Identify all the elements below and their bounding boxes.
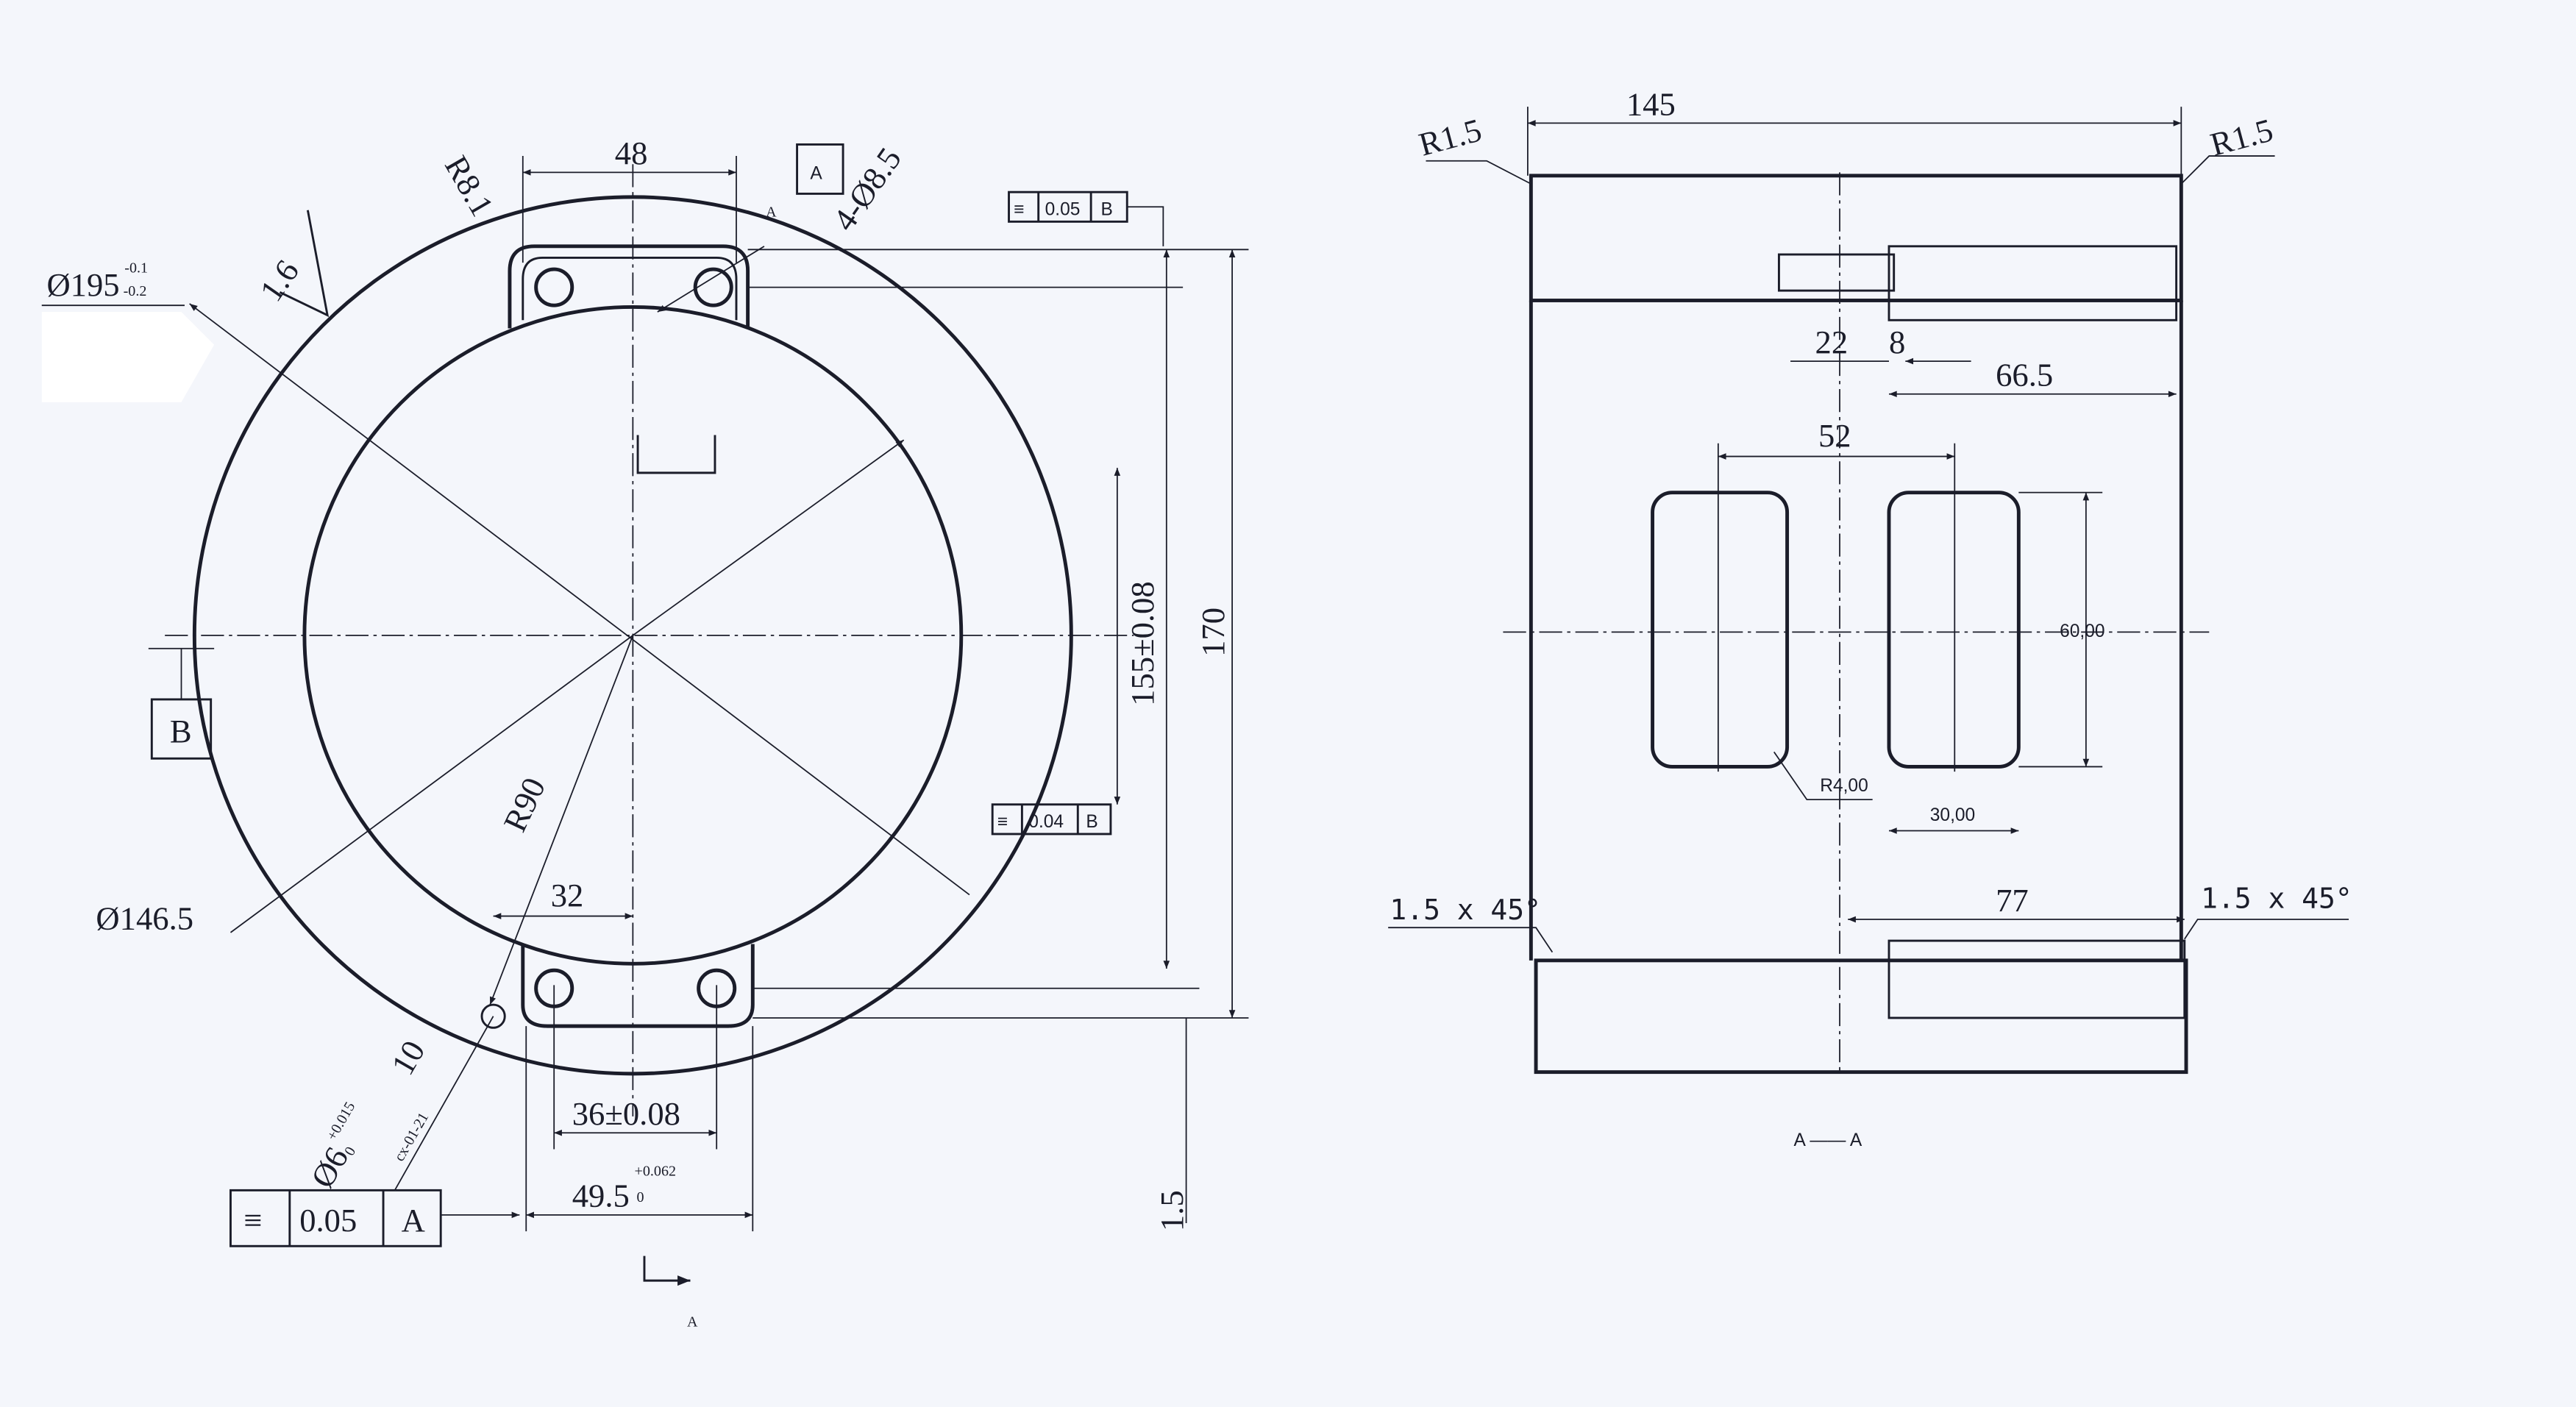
dimension-label: 1.5 [1153,1190,1190,1231]
dimension-label: 0.04 [1028,812,1064,832]
dimension-label: +0.062 [635,1163,676,1179]
section-arrow-bottom [643,1255,691,1286]
dimension-label: R1.5 [2207,111,2277,163]
tolerance-frame-bottom: ≡ 0.05 A [230,1189,442,1247]
dimension-lines [394,156,1249,1232]
dimension-label: Ø195 [46,266,119,303]
dimension-label: 66.5 [1996,357,2053,393]
pin-bore-top-large [1887,245,2178,321]
pin-callout: Ø6+0.0150 10 cx-01-21 [301,1034,433,1194]
dimension-label: 32 [551,877,584,913]
hatched-wall-bottom [1534,958,2188,1075]
dimension-label: 30,00 [1930,805,1975,825]
dimension-label: 36±0.08 [572,1095,680,1132]
dimension-label: A [810,163,822,183]
section-arrow-top [636,435,716,474]
dimension-label: 10 [384,1034,433,1081]
dimension-label: 155±0.08 [1124,581,1161,706]
dimension-label: 60,00 [2060,621,2104,641]
top-mounting-tab [508,244,750,329]
tolerance-frame-top: ≡ 0.05 B [1008,190,1164,246]
dimension-label: 22 [1815,324,1849,360]
scan-blank-patch [41,312,215,402]
pin-bore-bottom [1887,939,2186,1019]
slot-left [1651,491,1790,769]
dimension-label: A [766,204,777,221]
dimension-label: 1.5 x 45° [2201,882,2352,914]
slot-right [1887,491,2021,769]
dimension-label: Ø146.5 [96,900,193,936]
dimension-label: cx-01-21 [391,1110,432,1164]
dimension-label: 1.6 [252,253,306,307]
dimension-label: 170 [1195,608,1231,657]
mounting-hole [534,267,574,307]
body-side-walls [1529,300,2183,961]
dimension-label: -0.1 [124,260,148,277]
datum-a-box [796,143,844,195]
roughness-symbol [279,210,330,318]
dimension-label: 0 [636,1189,644,1205]
pin-bore-top [1777,253,1896,292]
dimension-label: 48 [615,135,648,171]
slot-width-label: 49.5 +0.062 0 [572,1163,676,1214]
dimension-label: B [1101,199,1113,219]
dimension-label: -0.2 [124,283,147,299]
pin-hole [480,1003,506,1029]
dimension-label: R90 [497,772,553,838]
dimension-label: 0.05 [1045,199,1081,219]
dimension-label: 1.5 x 45° [1390,894,1541,926]
leader-lines [189,246,970,1005]
symmetry-icon: ≡ [997,812,1008,832]
tolerance-frame-mid: ≡ 0.04 B [991,803,1112,836]
datum-b-label: B [170,713,192,749]
symmetry-icon: ≡ [243,1202,262,1239]
bottom-mounting-tab [521,944,755,1028]
pin-diameter-label: Ø6+0.0150 [301,1099,378,1194]
section-view: 145 R1.5 R1.5 22 8 66.5 52 60,00 R4,00 3… [1388,85,2352,1150]
dimension-label: 77 [1996,882,2029,919]
dimension-label: B [1086,812,1097,832]
dimension-label: 49.5 [572,1178,630,1214]
datum-b-box [150,698,213,760]
hatched-wall-top [1529,174,2183,302]
dimension-label: R4,00 [1820,776,1868,796]
section-dimension-lines [1388,107,2349,1076]
dimension-label: A [402,1202,425,1239]
dimension-label: R1.5 [1415,111,1486,163]
front-view: B ≡ 0.05 B ≡ 0.04 B ≡ 0.05 A A Ø195 -0.1 -… [41,135,1249,1331]
dimension-label: R8.1 [438,149,501,222]
dimension-label: +0.015 [324,1099,358,1143]
symmetry-icon: ≡ [1014,199,1024,219]
mounting-hole [693,267,733,307]
dimension-label: 145 [1626,85,1676,122]
dimension-label: A [687,1314,698,1331]
dimension-label: 4-Ø8.5 [825,140,908,237]
dimension-label: 0.05 [299,1202,357,1239]
outer-diameter-label: Ø195 -0.1 -0.2 [46,260,148,303]
section-label: A —— A [1794,1130,1862,1150]
dimension-label: 8 [1889,324,1905,360]
dimension-label: 52 [1818,417,1851,454]
top-tab-inner-outline [522,257,738,321]
